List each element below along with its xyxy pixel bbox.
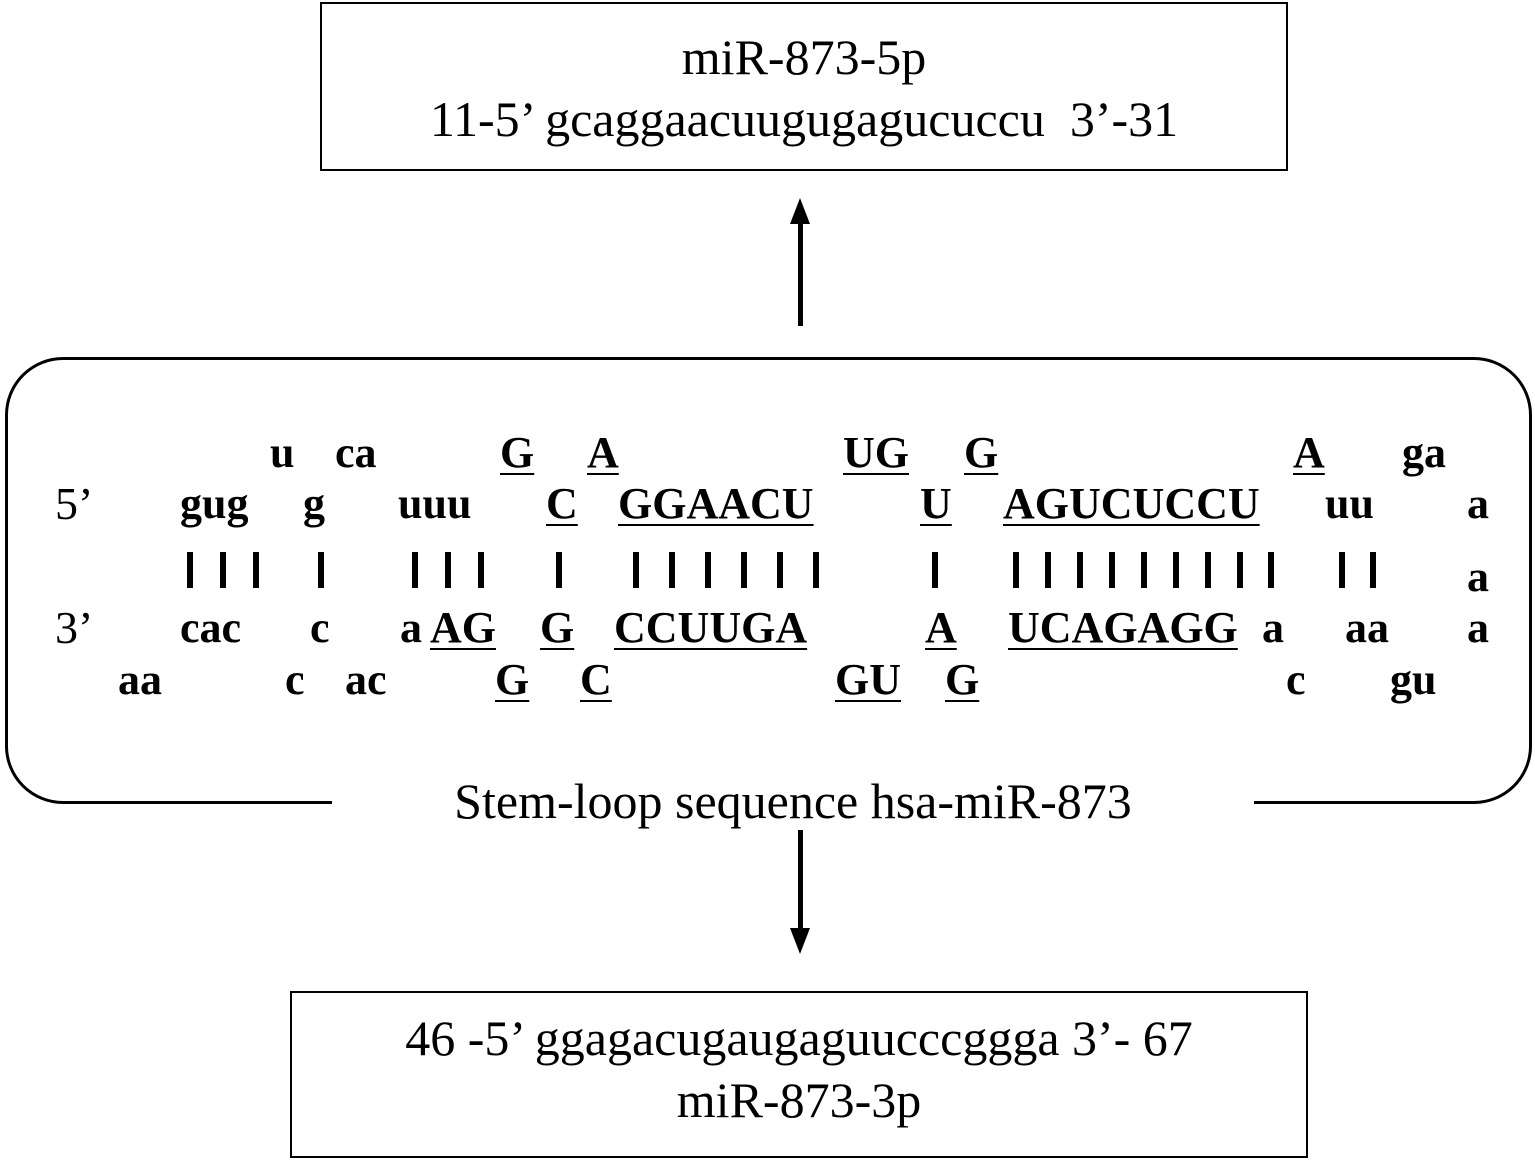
- top-unpaired-base: ga: [1402, 428, 1446, 477]
- top-strand-base: g: [303, 479, 325, 528]
- bottom-strand-base: aa: [1345, 603, 1389, 652]
- mir-5p-box: miR-873-5p 11-5’ gcaggaacuugugagucuccu 3…: [320, 2, 1288, 171]
- base-pair-bar: [1045, 552, 1051, 588]
- base-pair-bar: [1013, 552, 1019, 588]
- bottom-strand-base: UCAGAGG: [1008, 603, 1238, 652]
- bottom-unpaired-base: GU: [835, 655, 901, 704]
- stem-loop-box: [5, 357, 1532, 804]
- base-pair-bar: [1268, 552, 1274, 588]
- bottom-unpaired-base: c: [1286, 655, 1306, 704]
- base-pair-bar: [1173, 552, 1179, 588]
- bottom-strand-base: c: [310, 603, 330, 652]
- top-strand-base: C: [546, 479, 578, 528]
- bottom-strand-base: cac: [180, 603, 242, 652]
- bottom-strand-base: a: [1262, 603, 1284, 652]
- top-strand-base: GGAACU: [618, 479, 814, 528]
- base-pair-bar: [1237, 552, 1243, 588]
- base-pair-bar: [556, 552, 562, 588]
- mir-3p-box: 46 -5’ ggagacugaugaguucccggga 3’- 67 miR…: [290, 991, 1308, 1158]
- arrow-up-icon: [790, 198, 810, 326]
- bottom-unpaired-base: ac: [345, 655, 387, 704]
- arrow-down-icon: [790, 830, 810, 954]
- base-pair-bar: [1109, 552, 1115, 588]
- mir-3p-name: miR-873-3p: [676, 1072, 922, 1128]
- top-strand-base: AGUCUCCU: [1003, 479, 1260, 528]
- top-strand-base: a: [1467, 479, 1489, 528]
- five-prime-label: 5’: [55, 478, 94, 529]
- base-pair-bar: [741, 552, 747, 588]
- bottom-strand-base: CCUUGA: [614, 603, 808, 652]
- base-pair-bar: [1370, 552, 1376, 588]
- base-pair-bar: [187, 552, 193, 588]
- base-pair-bar: [1339, 552, 1345, 588]
- top-unpaired-base: G: [964, 428, 999, 477]
- bottom-unpaired-base: c: [285, 655, 305, 704]
- bottom-unpaired-base: aa: [118, 655, 162, 704]
- bottom-strand-base: AG: [430, 603, 496, 652]
- base-pair-bar: [777, 552, 783, 588]
- base-pair-bar: [633, 552, 639, 588]
- top-strand-base: U: [920, 479, 952, 528]
- base-pair-bar: [1205, 552, 1211, 588]
- stem-loop-caption: Stem-loop sequence hsa-miR-873: [332, 766, 1254, 836]
- bottom-strand-base: a: [400, 603, 422, 652]
- top-strand-base: gug: [180, 479, 249, 528]
- base-pair-bar: [669, 552, 675, 588]
- bottom-unpaired-base: G: [495, 655, 530, 704]
- top-unpaired-base: UG: [843, 428, 909, 477]
- bottom-strand-base: G: [540, 603, 575, 652]
- top-unpaired-base: A: [587, 428, 619, 477]
- base-pair-bar: [1141, 552, 1147, 588]
- base-pair-bar: [1077, 552, 1083, 588]
- base-pair-bar: [932, 552, 938, 588]
- mir-3p-sequence: 46 -5’ ggagacugaugaguucccggga 3’- 67: [405, 1010, 1193, 1066]
- base-pair-bar: [813, 552, 819, 588]
- base-pair-bar: [318, 552, 324, 588]
- bottom-strand-base: A: [925, 603, 957, 652]
- top-strand-base: uuu: [398, 479, 472, 528]
- loop-base: a: [1467, 552, 1489, 601]
- bottom-strand-base: a: [1467, 603, 1489, 652]
- bottom-unpaired-base: C: [580, 655, 612, 704]
- mir-5p-sequence: 11-5’ gcaggaacuugugagucuccu 3’-31: [429, 91, 1179, 147]
- base-pair-bar: [445, 552, 451, 588]
- top-strand-base: uu: [1325, 479, 1374, 528]
- base-pair-bar: [478, 552, 484, 588]
- mir-5p-name: miR-873-5p: [681, 29, 927, 85]
- base-pair-bar: [220, 552, 226, 588]
- bottom-unpaired-base: G: [945, 655, 980, 704]
- top-unpaired-base: A: [1293, 428, 1325, 477]
- top-unpaired-base: ca: [335, 428, 377, 477]
- base-pair-bar: [705, 552, 711, 588]
- base-pair-bar: [253, 552, 259, 588]
- top-unpaired-base: u: [270, 428, 295, 477]
- three-prime-label: 3’: [55, 602, 94, 653]
- base-pair-bar: [412, 552, 418, 588]
- top-unpaired-base: G: [500, 428, 535, 477]
- bottom-unpaired-base: gu: [1390, 655, 1437, 704]
